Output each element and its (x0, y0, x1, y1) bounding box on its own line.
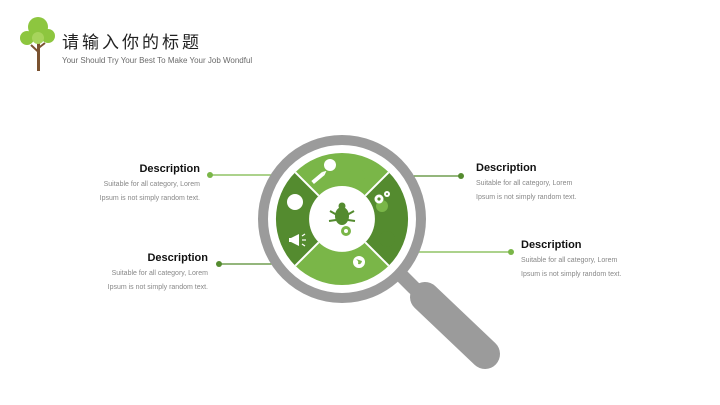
description-line: Ipsum is not simply random text. (99, 195, 200, 202)
description-line: Ipsum is not simply random text. (476, 194, 577, 201)
description-line: Ipsum is not simply random text. (521, 271, 622, 278)
description-title: Description (139, 163, 200, 175)
bug-icon (328, 202, 356, 236)
puzzle-piece-left (275, 172, 319, 266)
page-title: 请输入你的标题 (62, 33, 202, 53)
pencil-icon (311, 170, 327, 185)
description-line: Suitable for all category, Lorem (476, 180, 573, 187)
description-text: Suitable for all category, Lorem Ipsum i… (50, 178, 200, 206)
magnifier-handle (410, 282, 500, 369)
description-line: Ipsum is not simply random text. (107, 284, 208, 291)
description-block-3: Description Suitable for all category, L… (476, 161, 626, 205)
page-subtitle: Your Should Try Your Best To Make Your J… (62, 56, 253, 65)
description-title: Description (147, 252, 208, 264)
puzzle-piece-bottom (295, 242, 389, 286)
description-block-2: Description Suitable for all category, L… (58, 251, 208, 295)
globe-icon (353, 256, 365, 268)
tree-icon (20, 17, 55, 71)
description-text: Suitable for all category, Lorem Ipsum i… (521, 254, 671, 282)
header: 请输入你的标题 Your Should Try Your Best To Mak… (18, 16, 318, 76)
description-title: Description (476, 162, 537, 174)
description-title: Description (521, 239, 582, 251)
description-line: Suitable for all category, Lorem (103, 181, 200, 188)
description-text: Suitable for all category, Lorem Ipsum i… (476, 177, 626, 205)
description-text: Suitable for all category, Lorem Ipsum i… (58, 267, 208, 295)
description-line: Suitable for all category, Lorem (521, 257, 618, 264)
puzzle-piece-top (342, 152, 389, 196)
description-line: Suitable for all category, Lorem (111, 270, 208, 277)
description-block-1: Description Suitable for all category, L… (50, 162, 200, 206)
gears-icon (374, 191, 390, 204)
megaphone-icon (289, 233, 306, 247)
puzzle-piece-right (365, 172, 409, 266)
description-block-4: Description Suitable for all category, L… (521, 238, 671, 282)
